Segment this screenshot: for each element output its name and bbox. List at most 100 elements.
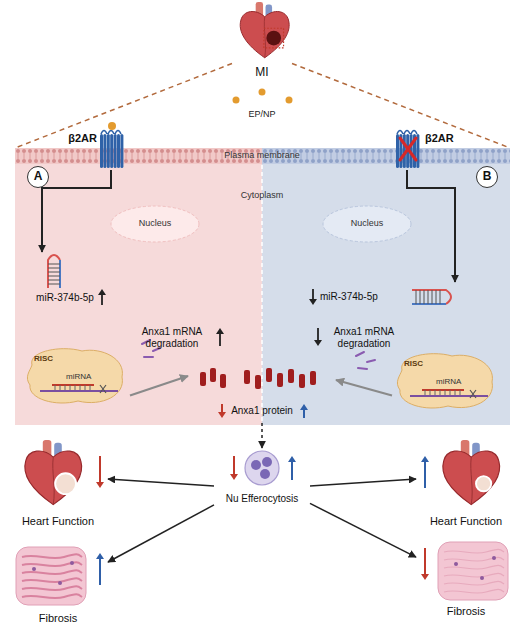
risc-complex-shape xyxy=(40,390,118,392)
risc-complex-shape xyxy=(422,389,464,391)
beta2ar-receptor-shape xyxy=(110,134,113,168)
mirna-hairpin-shape xyxy=(412,303,446,305)
neutrophil-cell: Nu Efferocytosis xyxy=(214,448,310,510)
mirna-hairpin-shape xyxy=(440,290,441,304)
flow-arrow xyxy=(310,503,416,557)
beta2ar-receptor-shape xyxy=(103,134,106,168)
risc-complex-shape xyxy=(52,384,94,386)
fibrosis-outcome-shape xyxy=(444,573,504,577)
neutrophil-cell-shape xyxy=(262,457,272,467)
fibrosis-outcome-shape xyxy=(438,542,508,600)
risc-complex-shape xyxy=(410,395,488,397)
risc-complex-shape xyxy=(70,385,71,390)
annotation-label: Cytoplasm xyxy=(212,190,312,200)
heart-outcome: Heart Function xyxy=(8,438,108,534)
heart-outcome-shape xyxy=(25,440,82,505)
mirna-hairpin-shape xyxy=(48,272,60,273)
beta2ar-receptor-shape xyxy=(117,134,120,168)
fibrosis-outcome-shape xyxy=(444,549,504,553)
risc-complex-shape xyxy=(80,385,81,390)
nucleus: Nucleus xyxy=(322,205,412,243)
risc-complex-shape xyxy=(55,385,56,390)
fibrosis-outcome-shape xyxy=(22,554,82,558)
fibrosis-outcome-shape xyxy=(444,589,504,593)
beta2ar-receptor-art xyxy=(395,112,421,170)
mi-heart-shape xyxy=(266,31,281,46)
ligand-dot xyxy=(259,89,266,96)
risc-complex-shape xyxy=(60,385,61,390)
fibrosis-outcome-shape xyxy=(421,574,429,580)
beta2ar-receptor-shape xyxy=(397,131,417,135)
mirna-hairpin-shape xyxy=(48,280,60,281)
neutrophil-cell-shape xyxy=(251,460,261,470)
risc-complex-shape xyxy=(440,390,441,395)
heart-outcome-shape xyxy=(443,451,500,505)
neutrophil-cell-shape xyxy=(233,456,235,475)
beta2ar-receptor-shape xyxy=(396,134,399,168)
mirna-hairpin-shape xyxy=(416,290,417,304)
node-label: Nu Efferocytosis xyxy=(207,493,317,505)
fibrosis-outcome-shape xyxy=(492,556,496,560)
risc-complex-shape xyxy=(445,390,446,395)
flow-arrow xyxy=(261,423,263,448)
annotation-label: Anxa1 mRNA degradation xyxy=(320,326,408,349)
heart-outcome-shape xyxy=(424,461,426,488)
heart-outcome-shape xyxy=(471,457,472,505)
fibrosis-outcome-shape xyxy=(424,548,426,575)
heart-outcome: Heart Function xyxy=(416,438,516,534)
anxa1-protein-shape xyxy=(200,372,206,386)
risc-complex-shape xyxy=(425,390,426,395)
node-label: Anxa1 protein xyxy=(212,405,312,417)
nucleus-shape xyxy=(111,206,199,242)
risc-complex: RISCmiRNA xyxy=(392,350,500,410)
neutrophil-cell-shape xyxy=(288,456,296,462)
annotation-label: Anxa1 mRNA degradation xyxy=(128,326,216,349)
node-label: RISC xyxy=(34,354,74,363)
fibrosis-outcome-shape xyxy=(70,561,74,565)
risc-complex-shape xyxy=(430,390,431,395)
beta2ar-receptor: β2AR xyxy=(99,112,125,170)
risc-complex-shape xyxy=(397,354,492,408)
node-label: miR-374b-5p xyxy=(320,291,410,303)
panel-badge: B xyxy=(476,166,498,188)
mi-heart-shape xyxy=(264,17,265,58)
node-label: Heart Function xyxy=(8,515,108,528)
fibrosis-outcome-shape xyxy=(99,558,101,585)
beta2ar-receptor-shape xyxy=(114,134,117,168)
anxa1-protein-shape xyxy=(221,404,223,413)
risc-complex-shape xyxy=(27,349,122,403)
flow-arrow xyxy=(108,505,214,562)
node-label: miRNA xyxy=(66,372,116,381)
nucleus-shape xyxy=(323,206,411,242)
anxa1-protein-shape xyxy=(244,370,250,384)
annotation-label: Plasma membrane xyxy=(202,150,322,160)
node-label: Nucleus xyxy=(322,218,412,228)
risc-complex-shape xyxy=(85,385,86,390)
fibrosis-outcome-shape xyxy=(444,581,504,585)
mirna-hairpin-shape xyxy=(428,290,429,304)
beta2ar-receptor-art xyxy=(99,112,125,170)
anxa1-protein-shape xyxy=(303,409,305,418)
flow-arrow xyxy=(310,479,416,486)
zoom-line xyxy=(15,64,232,149)
node-label: Fibrosis xyxy=(416,605,516,618)
anxa1-protein-shape xyxy=(210,368,216,382)
fibrosis-outcome-shape xyxy=(22,578,82,582)
annotation-label: EP/NP xyxy=(237,109,287,119)
anxa1-protein-shape xyxy=(300,404,308,410)
heart-outcome-shape xyxy=(99,456,101,483)
fibrosis-outcome-shape xyxy=(22,586,82,590)
anxa1-protein-shape xyxy=(218,412,226,418)
mirna-hairpin: miR-374b-5p xyxy=(20,252,110,307)
mi-heart: MI xyxy=(232,2,292,84)
mi-heart-shape xyxy=(240,2,289,58)
risc-complex-shape xyxy=(455,390,456,395)
mirna-hairpin: miR-374b-5p xyxy=(300,282,460,312)
node-label: Fibrosis xyxy=(8,612,108,625)
anxa1-protein-shape xyxy=(266,368,272,382)
mirna-hairpin-shape xyxy=(412,290,451,304)
anxa1-protein-shape xyxy=(299,374,305,388)
node-label: β2AR xyxy=(425,132,465,145)
fibrosis-outcome-shape xyxy=(438,542,508,600)
